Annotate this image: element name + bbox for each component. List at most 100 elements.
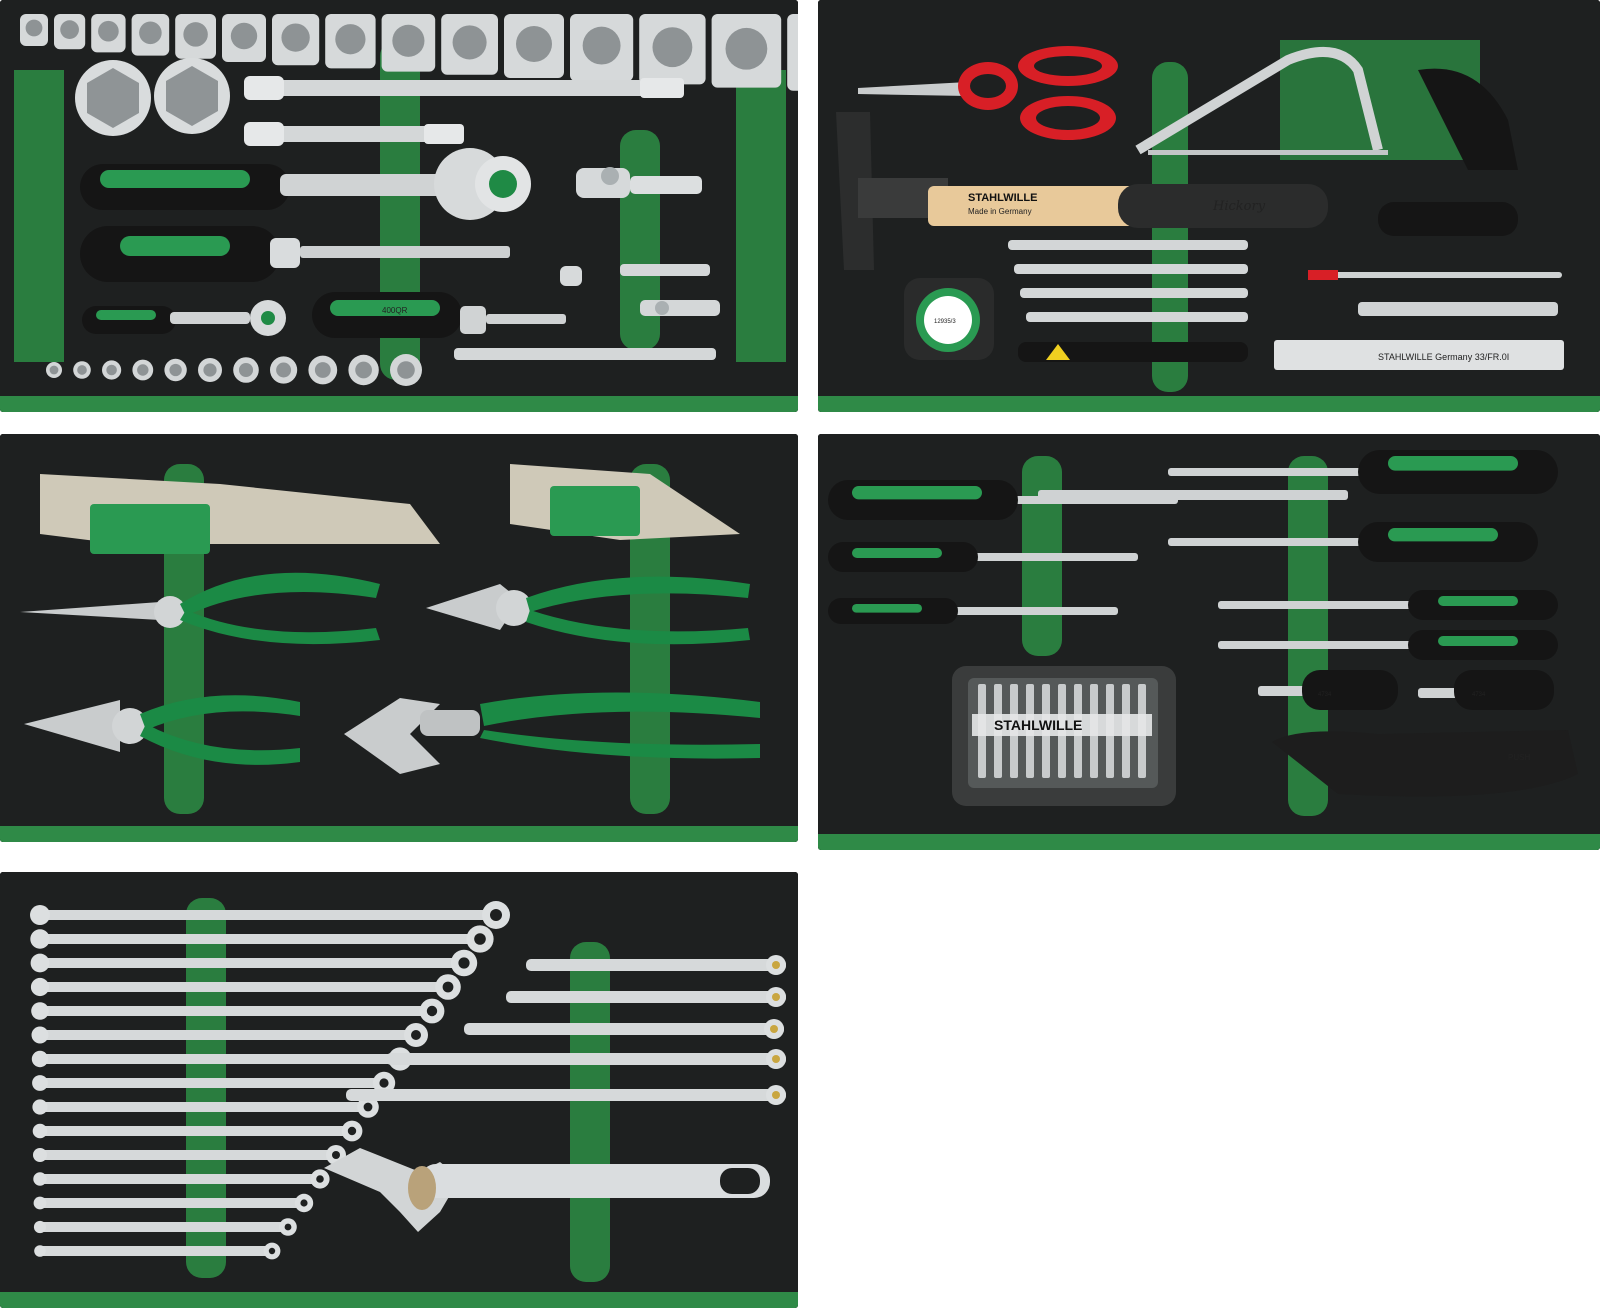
screwdrivers-right [1168, 450, 1558, 660]
pliers-keys-tray [0, 434, 798, 842]
small-socket [102, 360, 122, 380]
small-socket [233, 357, 259, 383]
ratchet-small [82, 300, 286, 336]
combination-spanner [32, 1071, 396, 1095]
socket-row [20, 14, 798, 91]
combination-pliers [426, 576, 750, 645]
screwdrivers-left [828, 480, 1178, 624]
socket [222, 14, 266, 62]
combination-spanner [32, 1096, 379, 1118]
junior-hacksaw [1135, 47, 1518, 170]
small-socket [132, 359, 154, 381]
bit-screwdriver [80, 226, 510, 282]
screwdriver [828, 598, 1118, 624]
screwdriver [828, 542, 1138, 572]
small-joint [640, 300, 720, 316]
socket [504, 14, 564, 78]
socket [570, 14, 634, 82]
driver-code-b: 4734 [1472, 692, 1486, 698]
combination-spanner [30, 949, 478, 977]
socket [91, 14, 126, 53]
socket-ratchet-tray: 400QR [0, 0, 798, 412]
universal-joint [576, 167, 702, 198]
pin-punch [1026, 312, 1248, 322]
micro-screwdriver-b: 4734 [1418, 670, 1554, 710]
socket [272, 14, 320, 66]
small-socket [164, 358, 187, 382]
voltage-tester [1018, 342, 1248, 362]
knife-push-label: PUSH [1508, 753, 1530, 762]
screwdriver [1218, 590, 1558, 620]
combination-spanner [33, 1218, 297, 1236]
utility-knife: PUSH [1272, 730, 1578, 797]
tape-code: 12935/3 [934, 319, 956, 325]
needle-nose-pliers [20, 572, 380, 645]
socket [787, 14, 798, 91]
combination-spanner [33, 1169, 330, 1189]
diagonal-cutters [24, 695, 300, 765]
combination-spanner [31, 1023, 428, 1047]
socket [54, 14, 86, 50]
small-socket-row [46, 354, 422, 386]
pin-punch [1008, 240, 1248, 250]
socket [20, 14, 48, 46]
combination-spanner [30, 925, 494, 953]
center-punch [1358, 302, 1558, 316]
small-socket [270, 356, 298, 384]
spanner-tray [0, 872, 798, 1308]
ratchet-400qr: 400QR [312, 292, 566, 338]
hammer-brand: STAHLWILLE [968, 192, 1037, 204]
ratchet-large [80, 148, 531, 220]
socket [639, 14, 706, 85]
small-extension-2 [454, 348, 716, 360]
machinist-hammer: STAHLWILLE Made in Germany Hickory [836, 112, 1328, 270]
pin-punch-set [1008, 240, 1248, 322]
small-socket [308, 355, 338, 385]
screwdriver [1168, 522, 1538, 562]
adapter [560, 266, 582, 286]
screwdriver [1218, 630, 1558, 660]
combination-spanner [34, 1242, 281, 1260]
extension-bar-long [244, 76, 684, 100]
adjustable-wrench [324, 1148, 770, 1232]
socket [325, 14, 376, 69]
electrician-scissors [858, 46, 1118, 140]
small-extension-1 [620, 264, 710, 276]
ratchet-spanners [346, 955, 786, 1105]
socket [441, 14, 498, 75]
hex-key-set-small [510, 464, 740, 540]
chisel-marking: STAHLWILLE Germany 33/FR.0I [1378, 352, 1509, 362]
small-socket [390, 354, 422, 386]
screwdriver-tray: STAHLWILLE 4734 4734 PUSH [818, 434, 1600, 850]
combination-spanner [33, 1145, 346, 1165]
combination-spanner [31, 998, 445, 1024]
ratchet-code: 400QR [382, 306, 408, 315]
combination-spanner [30, 901, 510, 929]
small-socket [348, 354, 379, 386]
pin-punch [1014, 264, 1248, 274]
large-socket-right [154, 58, 230, 134]
tape-measure: 12935/3 [904, 278, 994, 360]
extension-bar-short [244, 122, 464, 146]
small-socket [198, 358, 222, 382]
ratchet-spanner [346, 1085, 786, 1105]
combination-spanner [32, 1120, 363, 1142]
water-pump-pliers [344, 692, 760, 774]
striking-measuring-tray: STAHLWILLE Made in Germany Hickory 12935… [818, 0, 1600, 412]
small-socket [73, 361, 91, 379]
scriber [1308, 270, 1562, 280]
socket [381, 14, 436, 72]
screwdriver [1168, 450, 1558, 494]
micro-screwdriver-a: 4734 [1258, 670, 1398, 710]
knife-top [1378, 202, 1518, 236]
ratchet-spanner [506, 987, 786, 1007]
socket [175, 14, 216, 59]
combination-spanner [33, 1193, 314, 1213]
hammer-made-in: Made in Germany [968, 207, 1032, 216]
bit-box: STAHLWILLE [952, 666, 1176, 806]
cold-chisel: STAHLWILLE Germany 33/FR.0I [1274, 340, 1564, 370]
ratchet-spanner [464, 1019, 784, 1039]
socket [711, 14, 782, 88]
combination-spanners [30, 901, 510, 1260]
bit-box-brand: STAHLWILLE [994, 717, 1082, 733]
